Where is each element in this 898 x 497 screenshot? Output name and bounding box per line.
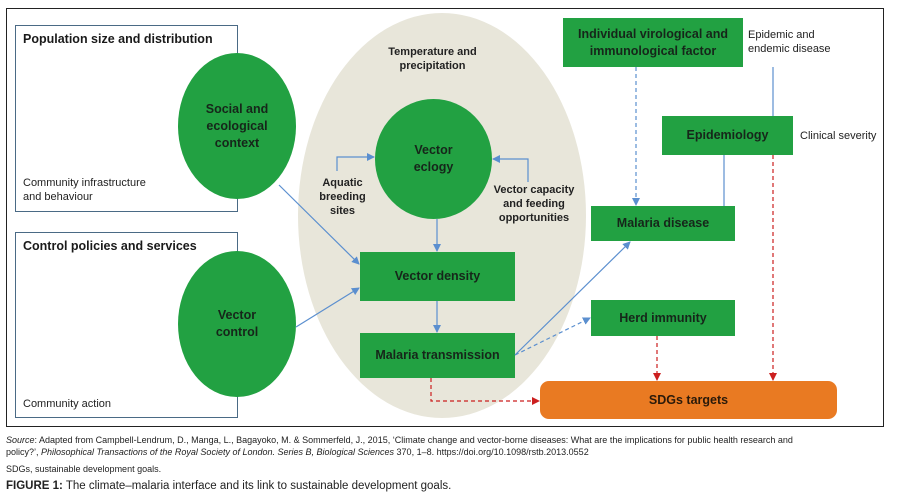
node-text: Individual virological and	[577, 26, 729, 41]
node-text: control	[215, 325, 259, 339]
epidemiology-node: Epidemiology	[662, 116, 793, 155]
community-infrastructure-note: Community infrastructure and behaviour	[23, 176, 146, 204]
source-text: : Adapted from Campbell-Lendrum, D., Man…	[34, 435, 793, 445]
label-text: Epidemic and	[748, 29, 815, 41]
source-journal: Philosophical Transactions of the Royal …	[41, 447, 395, 457]
clinical-severity-label: Clinical severity	[800, 130, 877, 142]
vector-capacity-label: Vector capacity and feeding opportunitie…	[484, 183, 584, 225]
arrow-aquatic-to-ecology	[336, 153, 375, 171]
vector-control-node: Vector control	[178, 251, 296, 397]
arrow-transmission-to-sdg	[430, 378, 540, 405]
node-text: context	[214, 135, 260, 150]
figure-caption: FIGURE 1: The climate–malaria interface …	[6, 480, 451, 492]
figure-label: FIGURE 1:	[6, 480, 63, 492]
node-text: eclogy	[413, 160, 454, 174]
source-text: policy?’,	[6, 447, 42, 457]
label-text: Aquatic	[322, 177, 363, 189]
source-line-1: Source: Adapted from Campbell-Lendrum, D…	[6, 434, 793, 446]
arrow-transmission-to-herd	[514, 317, 591, 356]
aquatic-breeding-sites-label: Aquatic breeding sites	[305, 176, 380, 218]
control-box-title: Control policies and services	[23, 239, 197, 253]
source-caption: Source: Adapted from Campbell-Lendrum, D…	[6, 434, 793, 458]
vector-ecology-node: Vector eclogy	[375, 99, 492, 219]
label-text: endemic disease	[748, 43, 831, 55]
epidemic-endemic-label: Epidemic and endemic disease	[748, 28, 831, 56]
population-box-title: Population size and distribution	[23, 32, 213, 46]
source-line-2: policy?’, Philosophical Transactions of …	[6, 446, 793, 458]
label-text: sites	[329, 205, 356, 217]
malaria-transmission-node: Malaria transmission	[360, 333, 515, 378]
label-text: precipitation	[399, 60, 466, 72]
social-ecological-context-node: Social and ecological context	[178, 53, 296, 199]
node-text: immunological factor	[589, 43, 717, 58]
arrow-capacity-to-ecology	[492, 155, 529, 182]
label-text: Vector capacity	[493, 184, 575, 196]
node-text: Vector	[217, 308, 257, 322]
arrow-social-to-density	[278, 184, 360, 265]
malaria-disease-node: Malaria disease	[591, 206, 735, 241]
label-text: breeding	[319, 191, 366, 203]
vector-density-node: Vector density	[360, 252, 515, 301]
figure-text: The climate–malaria interface and its li…	[62, 480, 452, 492]
temperature-precipitation-label: Temperature and precipitation	[380, 45, 485, 73]
note-line: Community infrastructure	[23, 177, 146, 189]
sdg-targets-node: SDGs targets	[540, 381, 837, 419]
label-text: opportunities	[498, 212, 570, 224]
diagram-frame	[6, 8, 884, 427]
individual-factor-node: Individual virological and immunological…	[563, 18, 743, 67]
herd-immunity-node: Herd immunity	[591, 300, 735, 336]
source-text: 370, 1–8. https://doi.org/10.1098/rstb.2…	[394, 447, 589, 457]
source-label: Source	[6, 435, 35, 445]
node-text: Vector	[414, 143, 453, 157]
arrow-transmission-to-disease	[514, 241, 631, 356]
abbreviation-note: SDGs, sustainable development goals.	[6, 464, 162, 474]
arrow-control-to-density	[295, 287, 360, 328]
community-action-note: Community action	[23, 398, 112, 410]
node-text: Social and	[205, 101, 269, 116]
node-text: ecological	[206, 118, 268, 133]
label-text: and feeding	[503, 198, 565, 210]
note-line: and behaviour	[23, 191, 93, 203]
label-text: Temperature and	[388, 46, 477, 58]
